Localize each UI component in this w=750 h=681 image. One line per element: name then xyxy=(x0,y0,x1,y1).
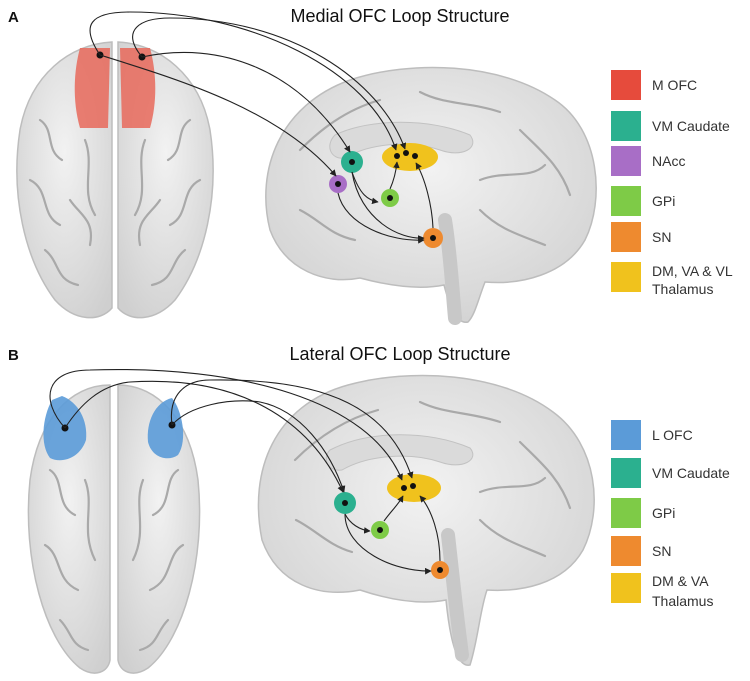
node-dot xyxy=(430,235,436,241)
legend-label: GPi xyxy=(652,193,675,209)
legend-swatch-m-ofc xyxy=(611,70,641,100)
panel-a: A Medial OFC Loop Structure M OFC xyxy=(8,6,733,325)
legend-item: DM & VA Thalamus xyxy=(611,573,713,609)
panel-b-legend: L OFC VM Caudate GPi SN DM & VA Thalamus xyxy=(611,420,730,609)
panel-b-sagittal-brain xyxy=(257,374,595,666)
legend-label: SN xyxy=(652,229,671,245)
legend-swatch-gpi xyxy=(611,498,641,528)
l-ofc-region-right xyxy=(147,398,184,459)
legend-swatch-sn xyxy=(611,536,641,566)
node-dot xyxy=(412,153,418,159)
legend-item: GPi xyxy=(611,186,675,216)
legend-label: DM, VA & VL xyxy=(652,263,733,279)
panel-a-title: Medial OFC Loop Structure xyxy=(290,6,509,26)
legend-item: SN xyxy=(611,222,671,252)
panel-b: B Lateral OFC Loop Structure L OFC xyxy=(8,344,730,674)
node-dot xyxy=(437,567,443,573)
legend-swatch-vm-caudate xyxy=(611,111,641,141)
legend-item: DM, VA & VL Thalamus xyxy=(611,262,733,297)
legend-label: GPi xyxy=(652,505,675,521)
panel-b-letter: B xyxy=(8,347,19,364)
node-dot xyxy=(401,485,407,491)
panel-a-legend: M OFC VM Caudate NAcc GPi SN DM, VA & VL xyxy=(611,70,733,297)
panel-b-connections xyxy=(49,369,441,575)
legend-swatch-nacc xyxy=(611,146,641,176)
legend-item: SN xyxy=(611,536,671,566)
panel-a-connections xyxy=(89,11,434,244)
panel-b-title: Lateral OFC Loop Structure xyxy=(289,344,510,364)
panel-a-letter: A xyxy=(8,9,19,26)
node-dot xyxy=(377,527,383,533)
m-ofc-region-right xyxy=(120,48,156,128)
legend-swatch-l-ofc xyxy=(611,420,641,450)
panel-b-ventral-brain xyxy=(27,384,201,674)
thalamus-node xyxy=(382,143,438,171)
legend-swatch-sn xyxy=(611,222,641,252)
legend-label-line2: Thalamus xyxy=(652,593,713,609)
node-dot xyxy=(403,150,409,156)
legend-item: VM Caudate xyxy=(611,111,730,141)
m-ofc-region-left xyxy=(74,48,110,128)
legend-label: VM Caudate xyxy=(652,465,730,481)
node-dot xyxy=(387,195,393,201)
node-dot xyxy=(342,500,348,506)
legend-label: NAcc xyxy=(652,153,685,169)
legend-label: DM & VA xyxy=(652,573,709,589)
legend-label-line2: Thalamus xyxy=(652,281,713,297)
node-dot xyxy=(410,483,416,489)
panel-b-nodes xyxy=(61,421,449,579)
legend-item: M OFC xyxy=(611,70,697,100)
legend-label: SN xyxy=(652,543,671,559)
legend-item: VM Caudate xyxy=(611,458,730,488)
panel-a-sagittal-brain xyxy=(265,66,597,325)
legend-swatch-gpi xyxy=(611,186,641,216)
legend-label: L OFC xyxy=(652,427,693,443)
legend-swatch-thalamus xyxy=(611,262,641,292)
node-dot xyxy=(394,153,400,159)
legend-label: M OFC xyxy=(652,77,697,93)
legend-item: NAcc xyxy=(611,146,685,176)
legend-item: GPi xyxy=(611,498,675,528)
node-dot xyxy=(349,159,355,165)
legend-swatch-vm-caudate xyxy=(611,458,641,488)
panel-a-ventral-brain xyxy=(16,41,214,319)
legend-label: VM Caudate xyxy=(652,118,730,134)
legend-item: L OFC xyxy=(611,420,693,450)
node-dot xyxy=(335,181,341,187)
legend-swatch-thalamus xyxy=(611,573,641,603)
